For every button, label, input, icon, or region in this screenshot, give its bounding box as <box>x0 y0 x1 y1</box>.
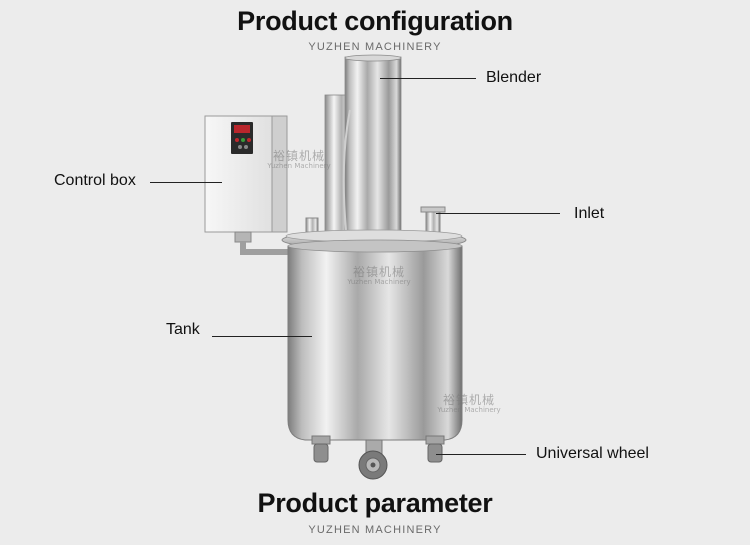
page-title: Product configuration <box>237 6 513 36</box>
watermark: 裕镇机械 Yuzhen Machinery <box>346 266 412 286</box>
blender-leader-line <box>380 78 476 79</box>
tank-leader-line <box>212 336 312 337</box>
watermark-chinese: 裕镇机械 <box>272 149 325 163</box>
blender <box>324 54 402 236</box>
callout-control-box: Control box <box>54 172 136 189</box>
watermark-english: Yuzhen Machinery <box>267 162 331 170</box>
callout-blender: Blender <box>486 69 542 86</box>
brand-subtitle-bottom: YUZHEN MACHINERY <box>308 524 442 536</box>
control-box-leader-line <box>150 182 222 183</box>
section-title: Product parameter <box>257 488 493 518</box>
control-box <box>204 115 288 243</box>
callout-universal-wheel: Universal wheel <box>536 445 649 462</box>
callout-tank: Tank <box>166 321 200 338</box>
watermark-english: Yuzhen Machinery <box>437 406 501 414</box>
wheel-leader-line <box>436 454 526 455</box>
watermark-english: Yuzhen Machinery <box>347 278 411 286</box>
inlet-fitting <box>420 206 446 233</box>
watermark-chinese: 裕镇机械 <box>442 393 495 407</box>
universal-wheel <box>311 435 445 480</box>
brand-subtitle: YUZHEN MACHINERY <box>308 41 442 53</box>
tank <box>287 239 463 441</box>
watermark: 裕镇机械 Yuzhen Machinery <box>436 394 502 414</box>
watermark: 裕镇机械 Yuzhen Machinery <box>266 150 332 170</box>
inlet-leader-line <box>436 213 560 214</box>
callout-inlet: Inlet <box>574 205 605 222</box>
watermark-chinese: 裕镇机械 <box>352 265 405 279</box>
